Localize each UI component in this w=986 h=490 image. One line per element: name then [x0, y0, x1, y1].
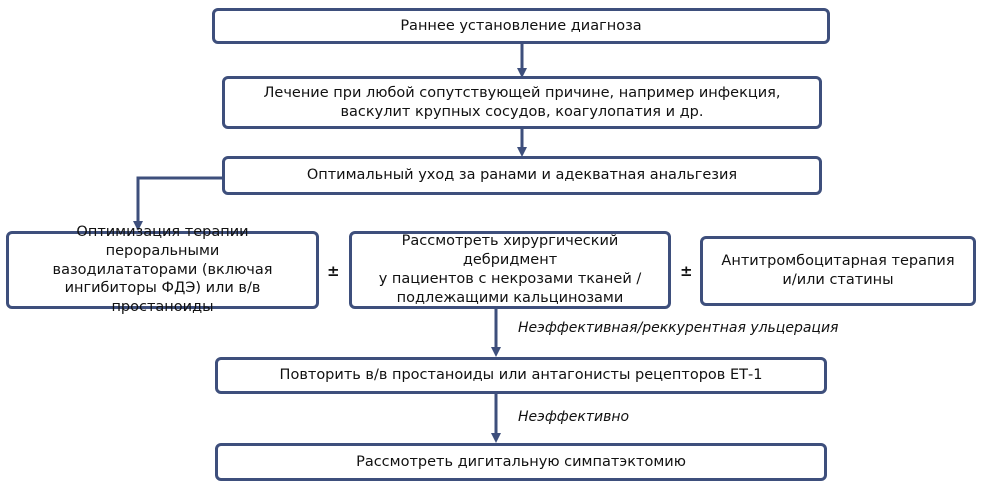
step-digital-sympathectomy-text: Рассмотреть дигитальную симпатэктомию: [356, 453, 686, 470]
plus-minus-1: ±: [327, 262, 340, 280]
step-treat-comorbid-cause-text: Лечение при любой сопутствующей причине,…: [263, 84, 781, 120]
option-vasodilators-text: Оптимизация терапии пероральными вазодил…: [52, 223, 273, 316]
option-vasodilators: Оптимизация терапии пероральными вазодил…: [6, 224, 319, 315]
option-surgical-debridement-text: Рассмотреть хирургический дебридмент у п…: [378, 233, 642, 306]
step-repeat-prostanoids-text: Повторить в/в простаноиды или антагонист…: [279, 367, 763, 384]
option-surgical-debridement: Рассмотреть хирургический дебридмент у п…: [349, 231, 671, 309]
label-ineffective-recurrent: Неэффективная/реккурентная ульцерация: [518, 320, 839, 336]
label-ineffective: Неэффективно: [518, 409, 630, 425]
step-wound-care-analgesia: Оптимальный уход за ранами и адекватная …: [222, 156, 822, 195]
step-early-diagnosis: Раннее установление диагноза: [212, 8, 830, 44]
option-antiplatelet-statins: Антитромбоцитарная терапия и/или статины: [700, 236, 976, 306]
option-antiplatelet-statins-text: Антитромбоцитарная терапия и/или статины: [721, 253, 955, 288]
step-early-diagnosis-text: Раннее установление диагноза: [400, 17, 642, 34]
step-wound-care-analgesia-text: Оптимальный уход за ранами и адекватная …: [306, 167, 738, 184]
step-repeat-prostanoids: Повторить в/в простаноиды или антагонист…: [215, 357, 827, 394]
arrow-3-left: [133, 176, 222, 231]
step-digital-sympathectomy: Рассмотреть дигитальную симпатэктомию: [215, 443, 827, 481]
plus-minus-2: ±: [680, 262, 693, 280]
step-treat-comorbid-cause: Лечение при любой сопутствующей причине,…: [222, 76, 822, 129]
